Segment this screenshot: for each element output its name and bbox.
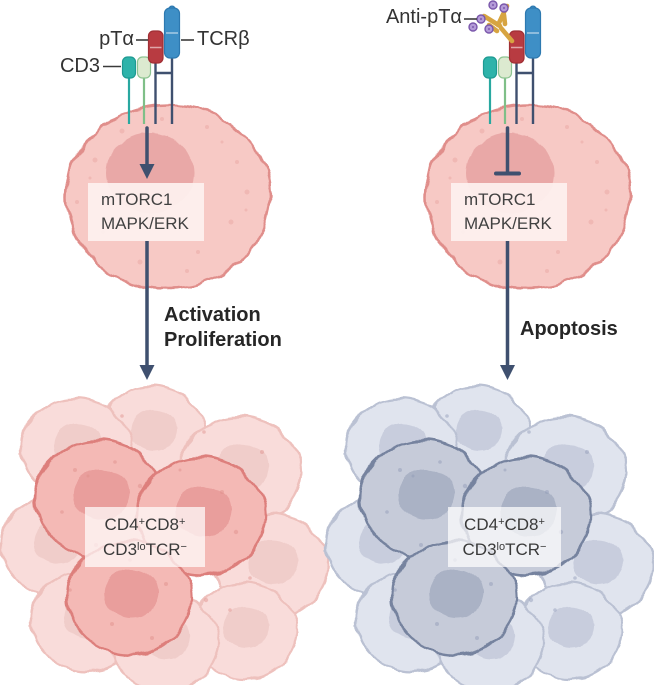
cluster-phenotype-label-left: CD4+CD8+ CD3loTCR−	[85, 507, 205, 567]
signaling-box-right: mTORC1 MAPK/ERK	[451, 183, 567, 241]
inhibition-signal-icon	[494, 126, 521, 176]
outcome-apoptosis: Apoptosis	[520, 318, 618, 340]
signaling-line2: MAPK/ERK	[101, 214, 189, 233]
signaling-line1: mTORC1	[464, 190, 536, 209]
signaling-line1: mTORC1	[101, 190, 173, 209]
outcome-proliferation: Proliferation	[164, 329, 282, 351]
label-cd3: CD3	[59, 55, 100, 77]
cluster-phenotype-label-right: CD4+CD8+ CD3loTCR−	[448, 507, 561, 567]
apoptosis-arrow-icon	[500, 241, 515, 380]
outcome-left: Activation Proliferation	[164, 303, 282, 353]
label-tcrb: TCRβ	[197, 28, 250, 50]
signaling-box-left: mTORC1 MAPK/ERK	[88, 183, 204, 241]
label-connector-lines-left	[103, 39, 194, 68]
outcome-activation: Activation	[164, 304, 261, 326]
signaling-line2: MAPK/ERK	[464, 214, 552, 233]
proliferation-arrow-icon	[139, 241, 155, 380]
proliferating-thymocyte-cluster-pink	[1, 386, 327, 685]
activation-signal-arrow-icon	[139, 126, 155, 179]
label-pta: pTα	[99, 28, 134, 50]
anti-pta-antibody-icon	[468, 0, 515, 44]
label-anti-pta: Anti-pTα	[385, 6, 462, 28]
cell-speckles	[60, 414, 264, 640]
